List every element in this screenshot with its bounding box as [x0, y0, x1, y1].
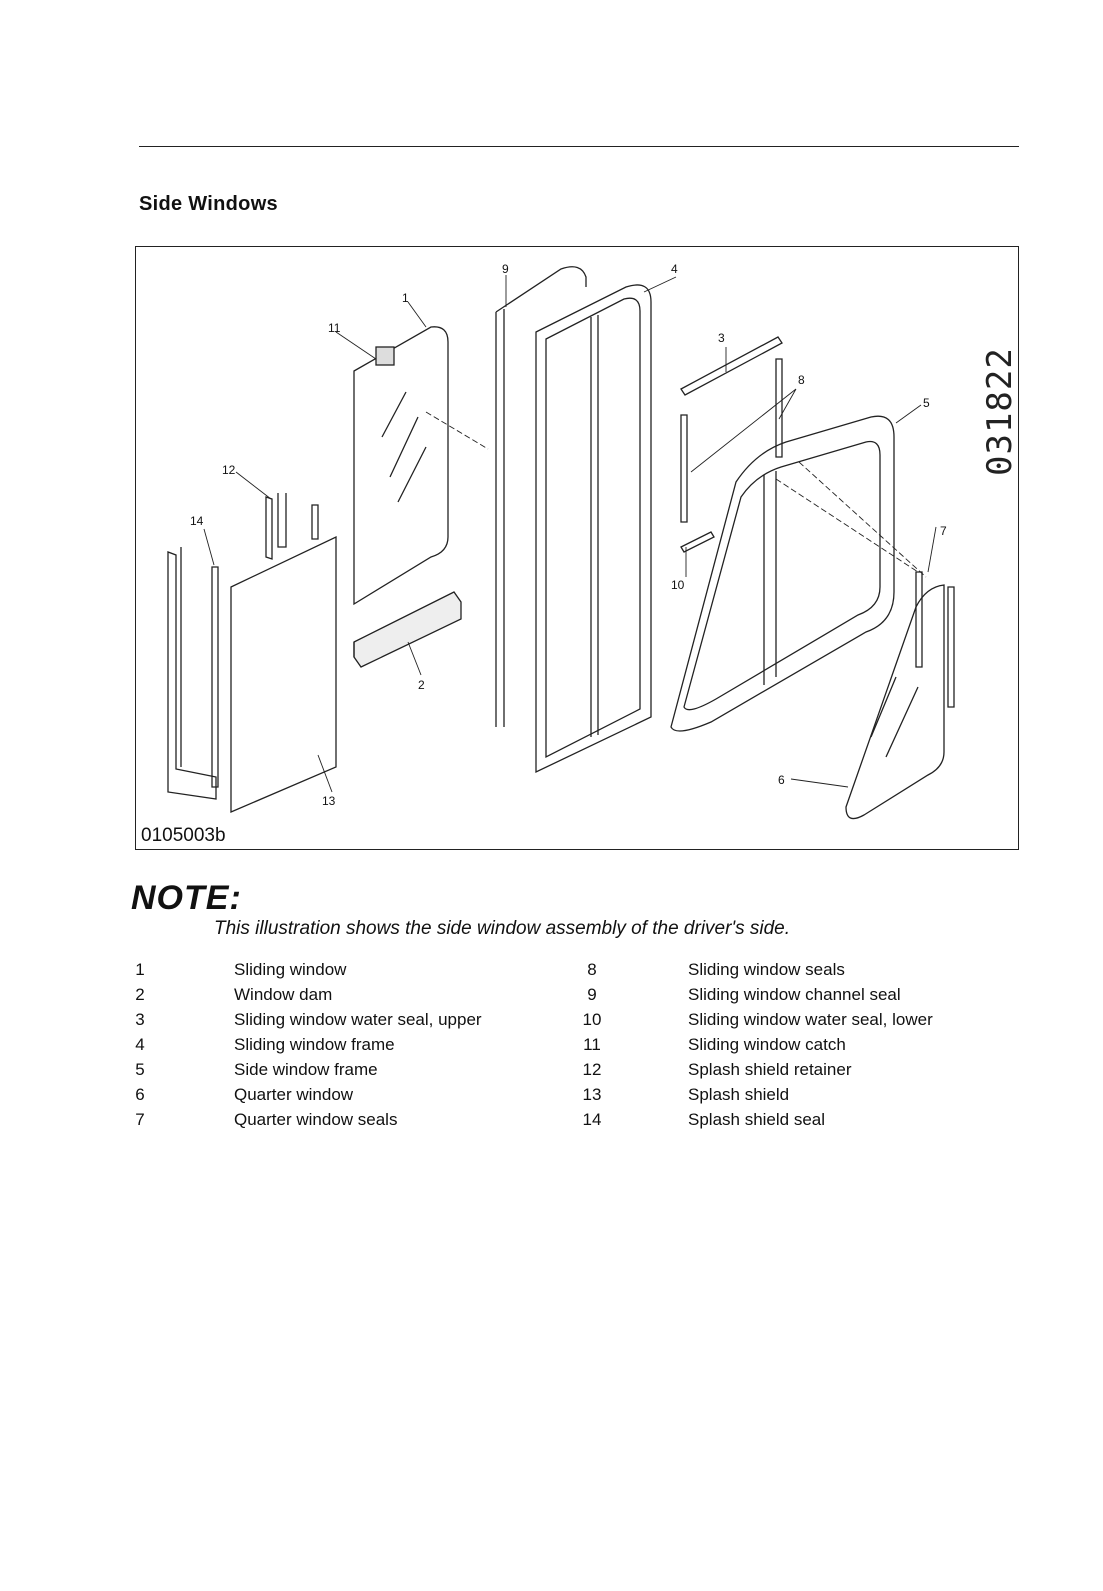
- section-title: Side Windows: [139, 193, 278, 215]
- splash-shield-part: [230, 535, 337, 813]
- callout-12: 12: [222, 463, 236, 477]
- part-number: 7: [135, 1110, 145, 1129]
- sliding-window-seals-part: [680, 358, 783, 523]
- part-name: Sliding window frame: [234, 1035, 395, 1054]
- part-number: 10: [582, 1010, 602, 1029]
- part-name: Splash shield: [688, 1085, 790, 1104]
- callout-14: 14: [190, 514, 204, 528]
- callout-3: 3: [718, 331, 725, 345]
- callout-4: 4: [671, 262, 678, 276]
- part-number: 14: [582, 1110, 602, 1129]
- part-name: Sliding window: [234, 960, 347, 979]
- callout-10: 10: [671, 578, 685, 592]
- side-window-frame-part: [670, 415, 895, 732]
- part-number: 1: [135, 960, 145, 979]
- callout-7: 7: [940, 524, 947, 538]
- callout-9: 9: [502, 262, 509, 276]
- part-name: Side window frame: [234, 1060, 378, 1079]
- part-name: Sliding window water seal, upper: [234, 1010, 482, 1029]
- part-number: 2: [135, 985, 145, 1004]
- part-name: Quarter window seals: [234, 1110, 398, 1129]
- callout-8: 8: [798, 373, 805, 387]
- window-dam-part: [353, 591, 462, 668]
- part-number: 4: [135, 1035, 145, 1054]
- part-name: Window dam: [234, 985, 333, 1004]
- exploded-view-figure: 1 2 3 4 5 6 7 8 9 10 11 12 13 14 0105003…: [135, 246, 1019, 850]
- part-number: 3: [135, 1010, 145, 1029]
- part-name: Sliding window catch: [688, 1035, 846, 1054]
- note-heading: NOTE:: [131, 879, 242, 917]
- part-number: 12: [582, 1060, 602, 1079]
- part-number: 8: [587, 960, 597, 979]
- figure-id: 0105003b: [139, 825, 228, 846]
- part-name: Splash shield seal: [688, 1110, 826, 1129]
- part-name: Sliding window seals: [688, 960, 845, 979]
- sliding-window-catch-part: [375, 346, 395, 366]
- callout-2: 2: [418, 678, 425, 692]
- callout-13: 13: [322, 794, 336, 808]
- callout-11: 11: [328, 321, 341, 335]
- sliding-window-channel-seal-part: [495, 266, 587, 727]
- quarter-window-seals-part: [915, 571, 955, 708]
- part-number: 13: [582, 1085, 602, 1104]
- part-number: 9: [587, 985, 597, 1004]
- note-text: This illustration shows the side window …: [214, 918, 790, 939]
- water-seal-upper-part: [680, 336, 783, 396]
- side-window-assembly-drawing: 1 2 3 4 5 6 7 8 9 10 11 12 13 14: [167, 262, 955, 820]
- water-seal-lower-part: [680, 531, 715, 553]
- sliding-window-part: [353, 326, 449, 606]
- part-number: 5: [135, 1060, 145, 1079]
- callout-6: 6: [778, 773, 785, 787]
- part-number: 11: [583, 1035, 601, 1054]
- quarter-window-part: [845, 584, 945, 820]
- part-name: Splash shield retainer: [688, 1060, 852, 1079]
- sliding-window-frame-part: [535, 284, 652, 774]
- part-name: Sliding window water seal, lower: [688, 1010, 933, 1029]
- callout-1: 1: [402, 291, 409, 305]
- figure-stamp: 031822: [980, 347, 1020, 476]
- header-rule: [139, 146, 1019, 147]
- part-name: Quarter window: [234, 1085, 354, 1104]
- callout-5: 5: [923, 396, 930, 410]
- splash-shield-seal-part: [167, 547, 219, 800]
- part-number: 6: [135, 1085, 145, 1104]
- part-name: Sliding window channel seal: [688, 985, 901, 1004]
